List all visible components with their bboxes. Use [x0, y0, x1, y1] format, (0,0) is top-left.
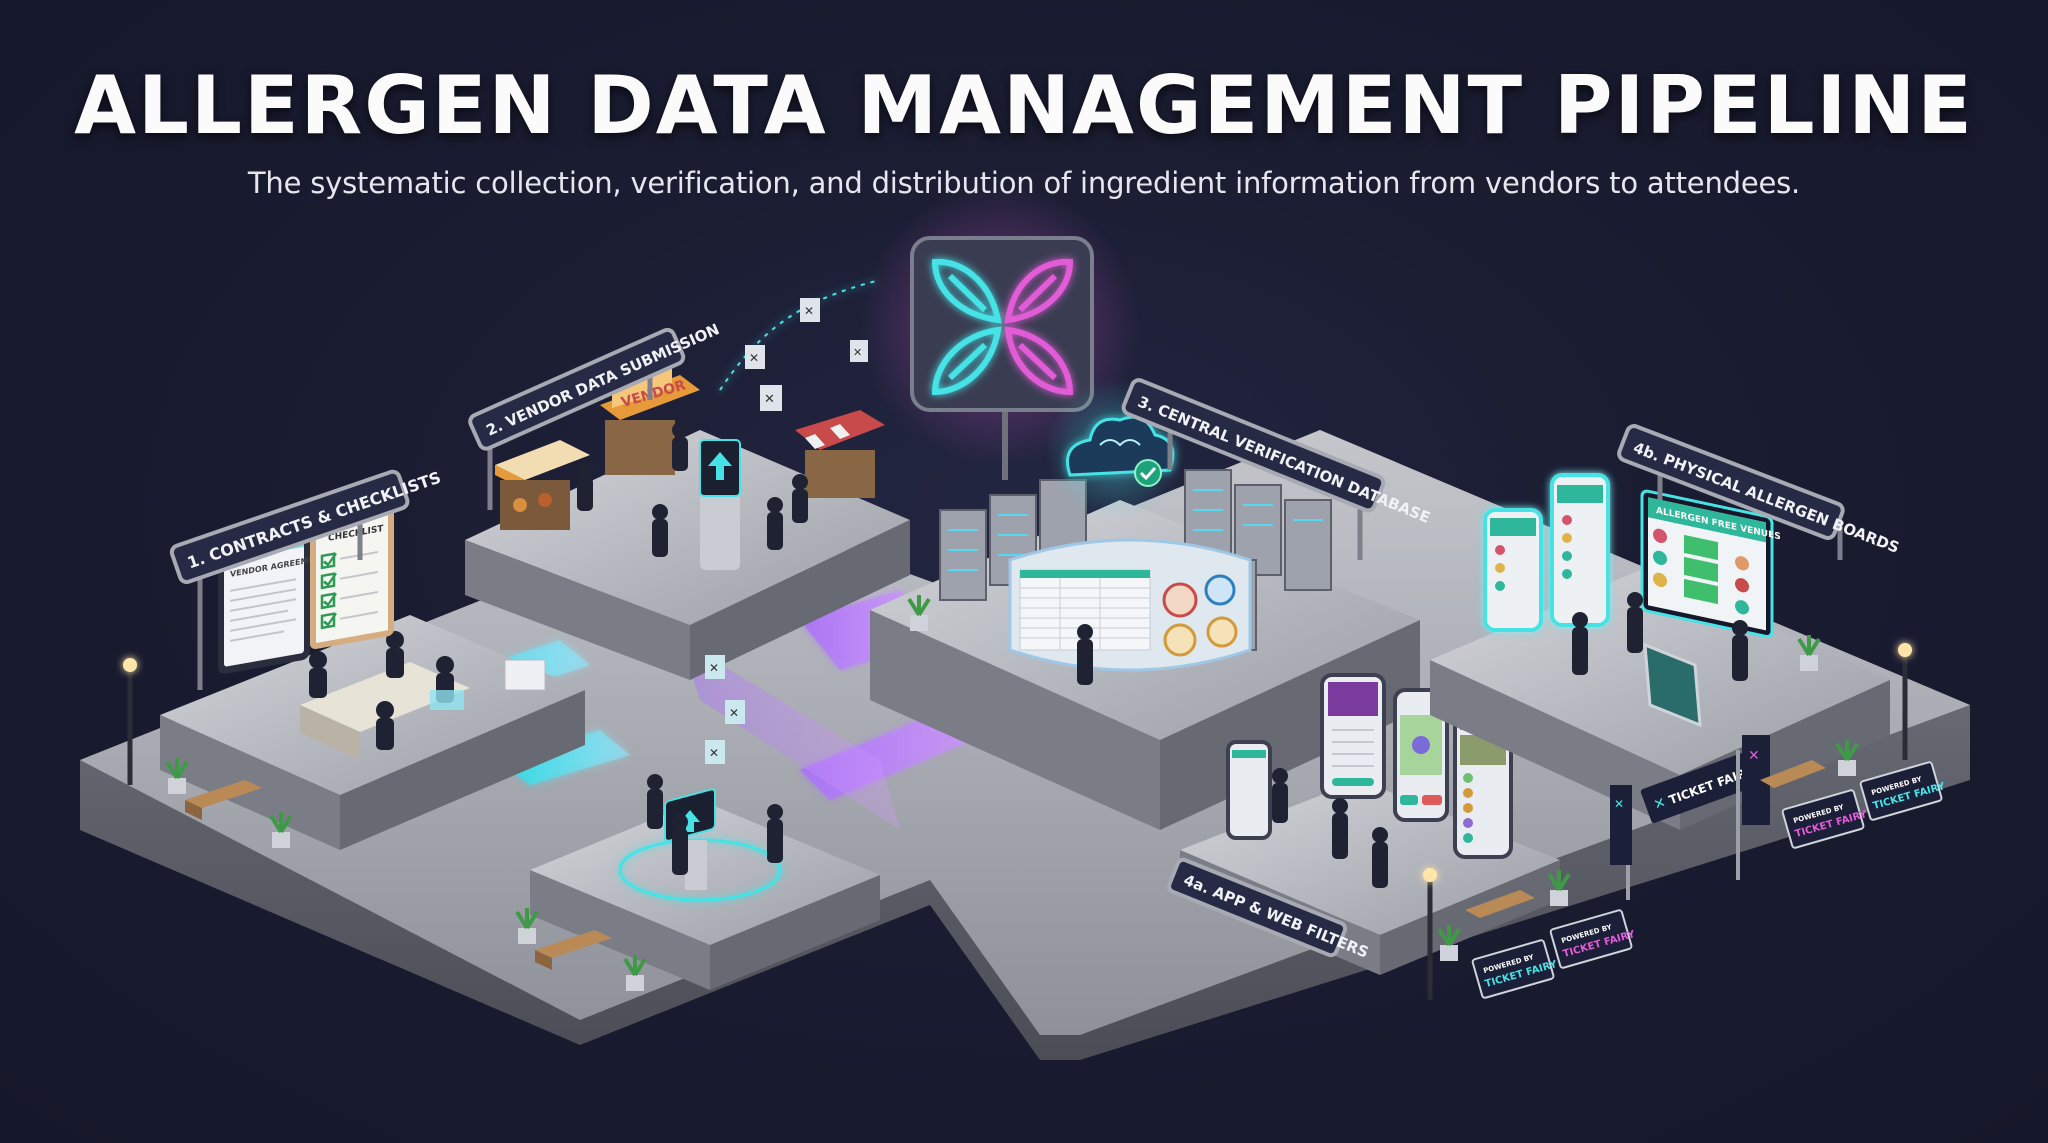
document-icon: ✕ [800, 298, 820, 322]
plant-icon [1547, 870, 1571, 906]
svg-text:✕: ✕ [1652, 795, 1668, 814]
phone-map [1393, 688, 1449, 822]
benches [185, 760, 1826, 970]
phone-left [1226, 740, 1272, 840]
svg-text:✕: ✕ [804, 304, 814, 318]
upload-kiosk-platform [530, 774, 880, 990]
document-icon: ✕ [760, 385, 782, 411]
kiosk-board [1483, 508, 1543, 632]
four-leaf-x-logo-icon [931, 258, 1074, 396]
barrier-sign: POWERED BY TICKET FAIRY [1471, 939, 1559, 999]
plant-icon [515, 908, 539, 944]
svg-text:✕: ✕ [709, 746, 719, 760]
plant-icon [1835, 740, 1859, 776]
allergen-free-venues-board: ALLERGEN FREE VENUES [1640, 489, 1781, 639]
document-icon: ✕ [745, 345, 765, 369]
street-lamps [123, 643, 1912, 1000]
svg-text:✕: ✕ [1748, 748, 1760, 764]
plant-icon [269, 812, 293, 848]
lamp-icon [1423, 868, 1437, 1000]
station-2-platform: VENDOR [465, 366, 910, 680]
svg-text:✕: ✕ [853, 346, 862, 359]
vendor-stall-left [495, 440, 590, 530]
svg-text:✕: ✕ [729, 706, 739, 720]
barrier-sign: POWERED BY TICKET FAIRY [1549, 909, 1637, 969]
upload-icon [680, 810, 700, 832]
header: ALLERGEN DATA MANAGEMENT PIPELINE The sy… [0, 58, 2048, 200]
brand-logo-sign [860, 185, 1140, 480]
vendor-stall-center: VENDOR [600, 366, 700, 475]
plant-icon [623, 955, 647, 991]
plant-icon [165, 758, 189, 794]
station-3-platform [870, 380, 1420, 830]
page-title: ALLERGEN DATA MANAGEMENT PIPELINE [74, 59, 1974, 152]
floating-data-icons: ✕ ✕ ✕ ✕ ✕ ✕ ✕ [705, 279, 881, 764]
station-1-platform [160, 615, 585, 850]
svg-text:✕: ✕ [709, 661, 719, 675]
phone-filters [1320, 673, 1386, 799]
ticket-fairy-flag: ✕ [1736, 735, 1770, 880]
a-frame-sign [1643, 642, 1702, 728]
barrier-sign: POWERED BY TICKET FAIRY [1781, 789, 1869, 849]
document-icon: ✕ [705, 655, 725, 679]
svg-text:✕: ✕ [749, 351, 759, 365]
svg-text:✕: ✕ [1614, 797, 1624, 811]
allergen-icons [1162, 574, 1238, 657]
upload-kiosk [699, 439, 741, 570]
ticket-fairy-flag: ✕ [1610, 785, 1632, 900]
plant-icon [1797, 635, 1821, 671]
allergen-kiosk-boards [1483, 473, 1610, 632]
document-icon: ✕ [725, 700, 745, 724]
lamp-icon [1898, 643, 1912, 760]
plant-icon [907, 595, 931, 631]
potted-plants [165, 595, 1859, 991]
verification-display-wall [1008, 538, 1252, 672]
plant-icon [1437, 925, 1461, 961]
vendor-stall-right [795, 410, 885, 498]
svg-text:✕: ✕ [764, 392, 775, 407]
document-icon: ✕ [705, 740, 725, 764]
lamp-icon [123, 658, 137, 785]
upload-icon [708, 452, 732, 480]
